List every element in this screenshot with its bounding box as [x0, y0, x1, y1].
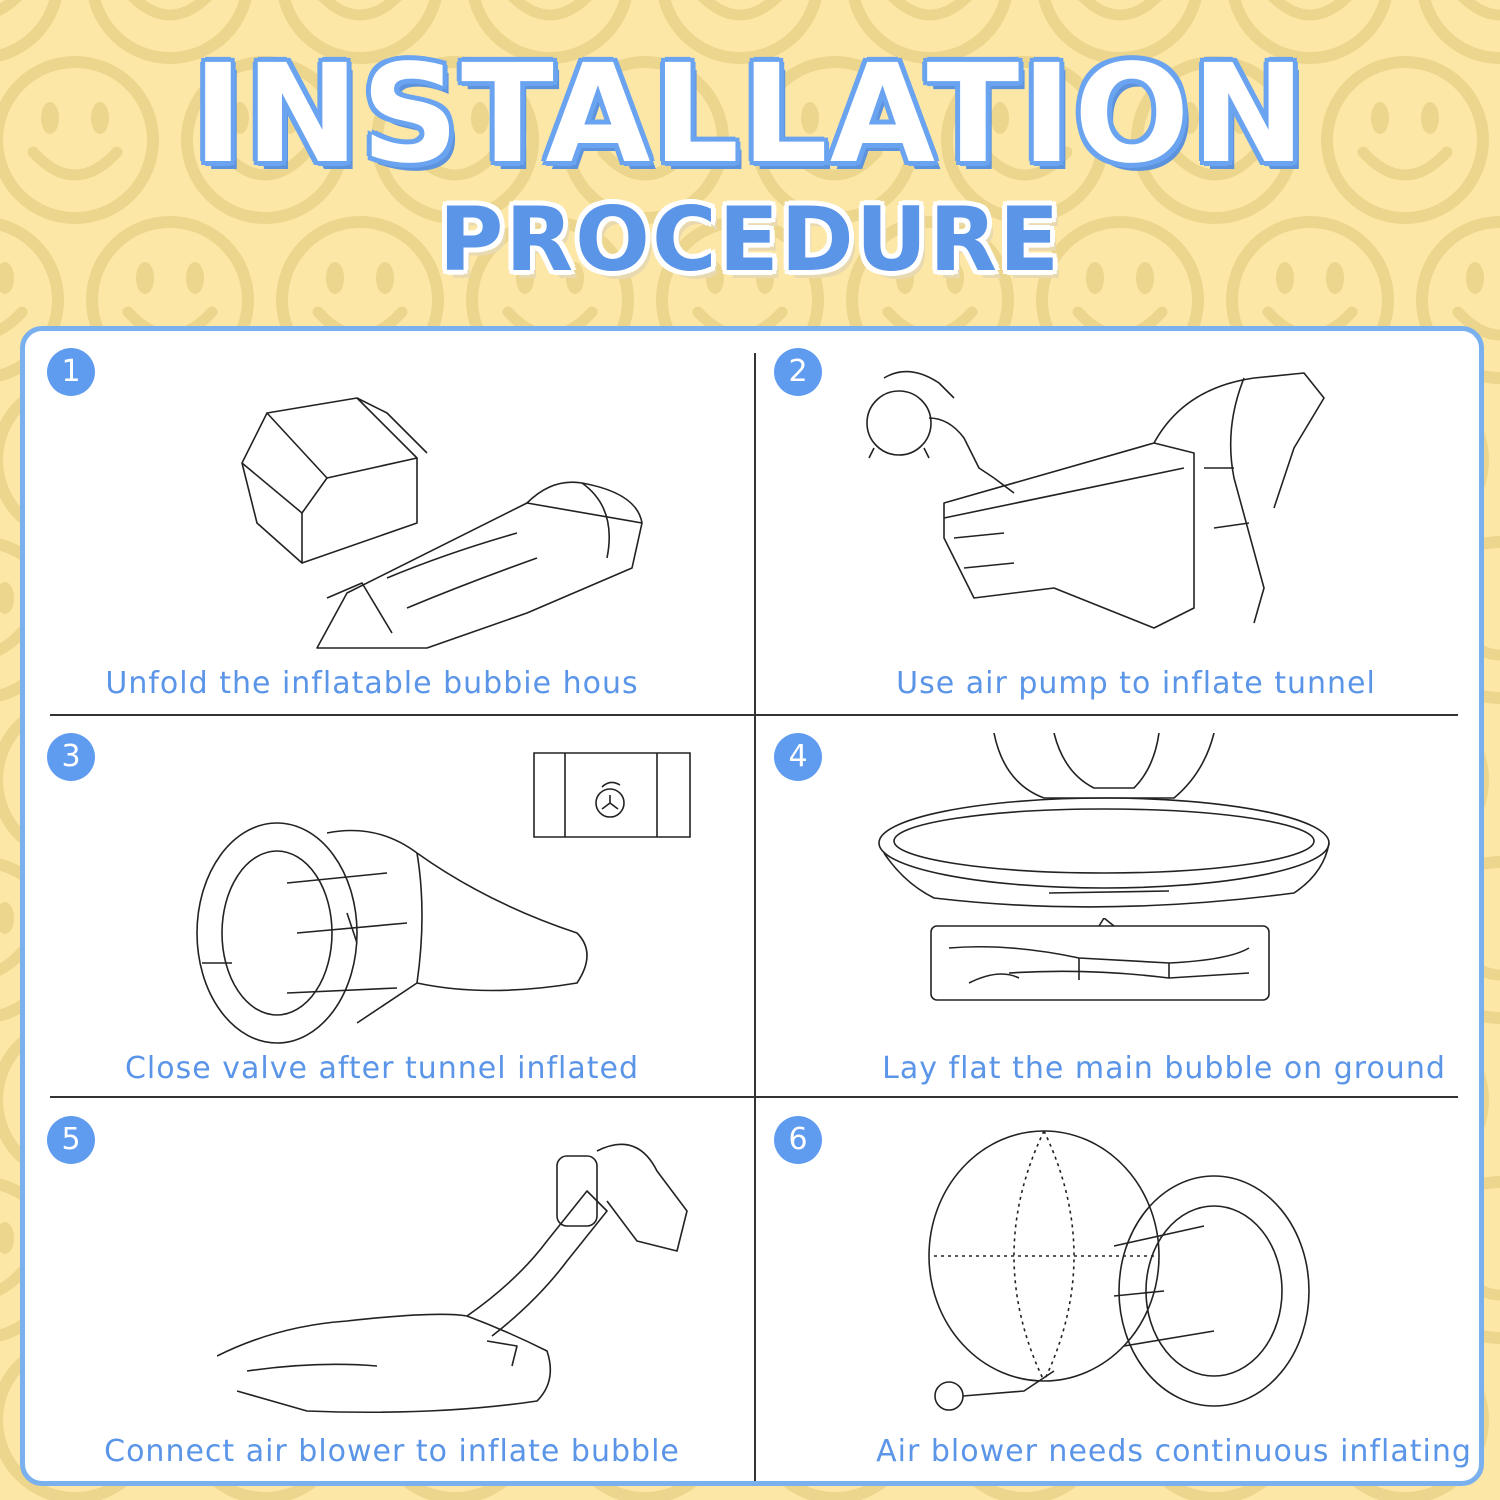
smiley-face-icon [278, 0, 442, 64]
smiley-face-icon [1416, 216, 1500, 384]
smiley-face-icon [848, 0, 1012, 64]
step-1: 1 Unfold the inflatable bubbie hous [47, 348, 752, 723]
inflated-bubble-house-illustration [924, 1116, 1324, 1416]
air-pump-tunnel-illustration [854, 358, 1374, 633]
smiley-face-icon [751, 56, 919, 224]
folded-bubble-house-illustration [217, 393, 677, 658]
smiley-face-icon [561, 56, 729, 224]
smiley-face-icon [0, 0, 62, 62]
air-pump-icon [867, 391, 931, 455]
step-6-caption: Air blower needs continuous inflating [876, 1434, 1472, 1469]
smiley-face-icon [1038, 0, 1202, 64]
smiley-face-icon [0, 218, 64, 382]
air-blower-bubble-illustration [217, 1131, 697, 1416]
step-3-caption: Close valve after tunnel inflated [124, 1051, 639, 1086]
step-3-number-badge: 3 [47, 733, 95, 781]
step-2-caption: Use air pump to inflate tunnel [896, 666, 1376, 701]
title-installation: INSTALLATION [192, 36, 1308, 194]
procedure-card: 1 Unfold the inflatable bubbie hous 2 [20, 326, 1484, 1486]
step-5-caption: Connect air blower to inflate bubble [104, 1434, 680, 1469]
step-1-caption: Unfold the inflatable bubbie hous [105, 666, 639, 701]
smiley-face-icon [88, 0, 252, 64]
step-6: 6 Air blower needs continuous inflating [774, 1116, 1479, 1491]
divider-horizontal-1 [50, 714, 1458, 716]
step-2: 2 Use air pump to inflate tunnel [774, 348, 1479, 723]
smiley-face-icon [0, 56, 159, 224]
zipper-detail-inset [929, 918, 1274, 1003]
step-5-number-badge: 5 [47, 1116, 95, 1164]
step-2-number-badge: 2 [774, 348, 822, 396]
step-4-caption: Lay flat the main bubble on ground [882, 1051, 1446, 1086]
step-4: 4 Lay flat the main bubble on ground [774, 733, 1479, 1108]
step-3: 3 Close valve after tunnel inflated [47, 733, 752, 1108]
step-5: 5 Connect air blower to inflate bubble [47, 1116, 752, 1491]
inflated-tunnel-illustration [187, 813, 607, 1048]
blower-fan-icon [935, 1382, 963, 1410]
smiley-face-icon [1418, 0, 1500, 64]
smiley-face-icon [181, 56, 349, 224]
smiley-face-icon [1228, 0, 1392, 64]
valve-icon [596, 789, 624, 817]
step-4-number-badge: 4 [774, 733, 822, 781]
divider-vertical [754, 353, 756, 1481]
smiley-face-icon [1131, 56, 1299, 224]
title-procedure: PROCEDURE [438, 188, 1062, 291]
smiley-face-icon [468, 0, 632, 64]
flat-bubble-illustration [874, 733, 1344, 913]
smiley-face-icon [1321, 56, 1489, 224]
smiley-face-icon [941, 56, 1109, 224]
smiley-face-icon [371, 56, 539, 224]
step-1-number-badge: 1 [47, 348, 95, 396]
valve-detail-inset [532, 751, 694, 841]
step-6-number-badge: 6 [774, 1116, 822, 1164]
divider-horizontal-2 [50, 1096, 1458, 1098]
smiley-face-icon [658, 0, 822, 64]
air-blower-icon [557, 1156, 597, 1226]
